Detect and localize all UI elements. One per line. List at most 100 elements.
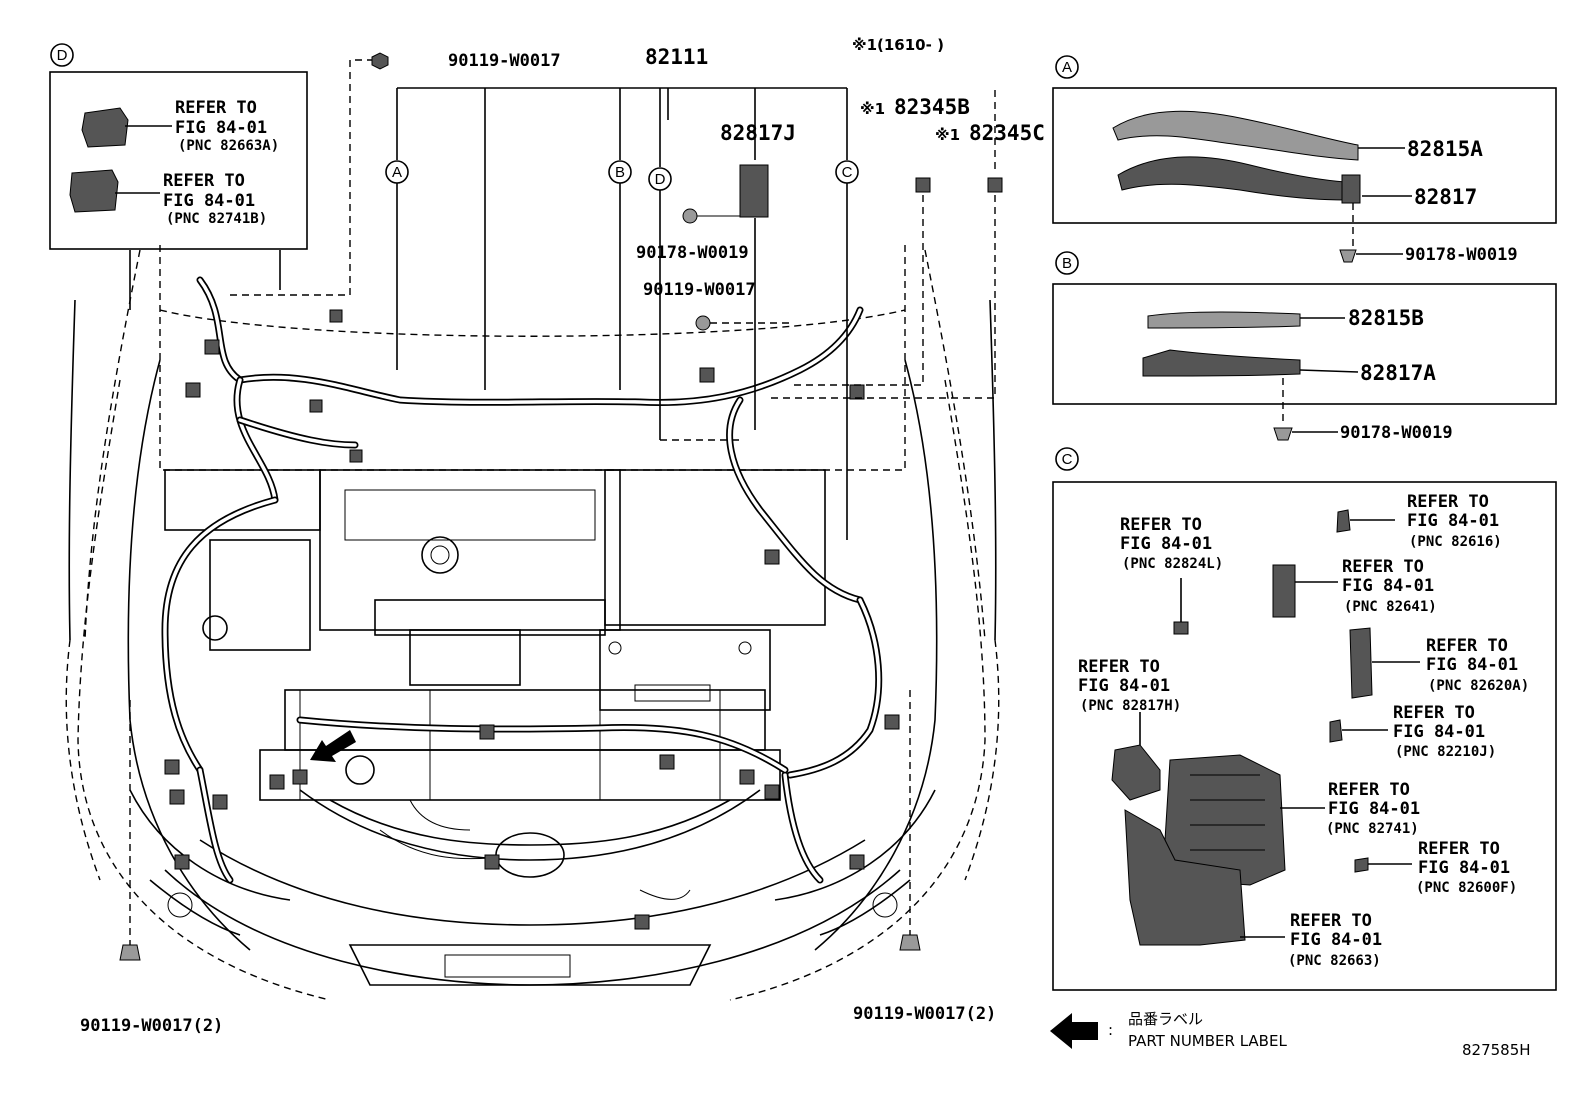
svg-text:(PNC 82210J): (PNC 82210J) — [1395, 744, 1496, 760]
part-number-label-arrow — [310, 730, 356, 762]
bolt-icon — [119, 944, 141, 961]
inset-d-box — [49, 71, 308, 250]
inset-d: D — [49, 43, 308, 250]
svg-text:90119-W0017(2): 90119-W0017(2) — [853, 1004, 996, 1024]
svg-text:REFER TO: REFER TO — [163, 171, 245, 191]
svg-text:※1: ※1 — [935, 126, 960, 144]
panel-c-labels: REFER TO FIG 84-01 (PNC 82824L) REFER TO… — [1078, 492, 1529, 969]
car-body-outline — [65, 245, 1000, 1001]
svg-text:(PNC 82741B): (PNC 82741B) — [166, 211, 267, 227]
svg-text:90178-W0019: 90178-W0019 — [1340, 423, 1453, 443]
relay-block-icon — [81, 107, 129, 148]
svg-text:82815A: 82815A — [1407, 137, 1483, 161]
wiring-harness — [161, 276, 883, 900]
connector-82817j — [739, 164, 769, 218]
svg-text:A: A — [1062, 59, 1072, 76]
inset-d-labels: REFER TO FIG 84-01 (PNC 82663A) REFER TO… — [163, 98, 279, 227]
clip-icon — [1273, 427, 1293, 441]
svg-text:90178-W0019: 90178-W0019 — [1405, 245, 1518, 265]
svg-text:REFER TO: REFER TO — [1418, 839, 1500, 859]
svg-text:82817J: 82817J — [720, 121, 796, 145]
svg-text:FIG 84-01: FIG 84-01 — [1078, 676, 1170, 696]
legend-en-text: PART NUMBER LABEL — [1128, 1032, 1287, 1050]
circle-label-c-panel — [1055, 447, 1079, 471]
harness-protector-82815a — [1112, 110, 1359, 161]
svg-text:(PNC 82663): (PNC 82663) — [1288, 953, 1381, 969]
svg-text:D: D — [57, 47, 68, 64]
panel-c: C — [1052, 447, 1557, 991]
svg-text:C: C — [1062, 451, 1073, 468]
svg-text:(PNC 82620A): (PNC 82620A) — [1428, 678, 1529, 694]
svg-text:(PNC 82817H): (PNC 82817H) — [1080, 698, 1181, 714]
svg-text:REFER TO: REFER TO — [1426, 636, 1508, 656]
svg-text:FIG 84-01: FIG 84-01 — [163, 191, 255, 211]
legend: : 品番ラベル PART NUMBER LABEL 827585H — [1050, 1010, 1531, 1059]
svg-text:82817: 82817 — [1414, 185, 1477, 209]
svg-text:82345B: 82345B — [894, 95, 970, 119]
bolt-icon — [371, 52, 389, 70]
svg-text:FIG 84-01: FIG 84-01 — [175, 118, 267, 138]
panel-b: B — [1052, 251, 1557, 441]
clip-82345b — [915, 177, 931, 193]
svg-text:82111: 82111 — [645, 45, 708, 69]
svg-text:REFER TO: REFER TO — [1407, 492, 1489, 512]
clip-icon — [682, 208, 698, 224]
svg-text:90119-W0017(2): 90119-W0017(2) — [80, 1016, 223, 1036]
harness-connectors — [164, 309, 900, 930]
callout-lines — [129, 59, 996, 945]
circle-label-d-inset — [50, 43, 74, 67]
svg-text:FIG 84-01: FIG 84-01 — [1290, 930, 1382, 950]
svg-text:FIG 84-01: FIG 84-01 — [1393, 722, 1485, 742]
circle-label-a-panel — [1055, 55, 1079, 79]
main-callout-labels: 82111 90119-W0017 ※1(1610- ) ※1 82345B ※… — [80, 36, 1045, 1036]
connector-icon — [1336, 509, 1351, 533]
svg-text:(PNC 82741): (PNC 82741) — [1326, 821, 1419, 837]
fuse-block-icon — [1349, 627, 1373, 699]
panel-b-labels: 82815B 82817A 90178-W0019 — [1340, 306, 1453, 443]
svg-text:REFER TO: REFER TO — [1342, 557, 1424, 577]
svg-text:FIG 84-01: FIG 84-01 — [1426, 655, 1518, 675]
svg-text:(PNC 82663A): (PNC 82663A) — [178, 138, 279, 154]
bolt-icon — [899, 934, 921, 951]
svg-text:90119-W0017: 90119-W0017 — [448, 51, 561, 71]
svg-text::: : — [1108, 1021, 1113, 1039]
svg-text:(PNC 82824L): (PNC 82824L) — [1122, 556, 1223, 572]
svg-text:90119-W0017: 90119-W0017 — [643, 280, 756, 300]
panel-a-box — [1052, 87, 1557, 224]
clip-icon — [1339, 249, 1357, 263]
svg-text:FIG 84-01: FIG 84-01 — [1407, 511, 1499, 531]
svg-text:FIG 84-01: FIG 84-01 — [1342, 576, 1434, 596]
svg-text:REFER TO: REFER TO — [1120, 515, 1202, 535]
diagram-id: 827585H — [1462, 1041, 1531, 1059]
panel-c-box — [1052, 481, 1557, 991]
svg-text:REFER TO: REFER TO — [1328, 780, 1410, 800]
panel-a: A — [1052, 55, 1557, 263]
main-small-parts — [119, 52, 1003, 961]
harness-protector-82815b — [1147, 311, 1301, 329]
svg-text:REFER TO: REFER TO — [1393, 703, 1475, 723]
svg-text:(PNC 82600F): (PNC 82600F) — [1416, 880, 1517, 896]
legend-jp-text: 品番ラベル — [1128, 1010, 1203, 1028]
svg-text:A: A — [392, 164, 402, 181]
circle-label-b-panel — [1055, 251, 1079, 275]
svg-text:82345C: 82345C — [969, 121, 1045, 145]
svg-text:D: D — [655, 171, 666, 188]
bolt-icon — [695, 315, 711, 331]
cover-icon — [1124, 809, 1246, 946]
svg-text:90178-W0019: 90178-W0019 — [636, 243, 749, 263]
svg-text:82815B: 82815B — [1348, 306, 1424, 330]
svg-text:FIG 84-01: FIG 84-01 — [1328, 799, 1420, 819]
svg-text:(PNC 82641): (PNC 82641) — [1344, 599, 1437, 615]
circle-label-d-main — [648, 167, 672, 191]
svg-text:REFER TO: REFER TO — [1078, 657, 1160, 677]
svg-text:REFER TO: REFER TO — [175, 98, 257, 118]
svg-text:C: C — [842, 164, 853, 181]
svg-text:※1(1610- ): ※1(1610- ) — [852, 36, 944, 54]
svg-text:FIG 84-01: FIG 84-01 — [1418, 858, 1510, 878]
svg-text:REFER TO: REFER TO — [1290, 911, 1372, 931]
svg-text:B: B — [615, 164, 625, 181]
relay-block-icon — [69, 169, 119, 213]
svg-text:FIG 84-01: FIG 84-01 — [1120, 534, 1212, 554]
circle-label-c-main — [835, 160, 859, 184]
